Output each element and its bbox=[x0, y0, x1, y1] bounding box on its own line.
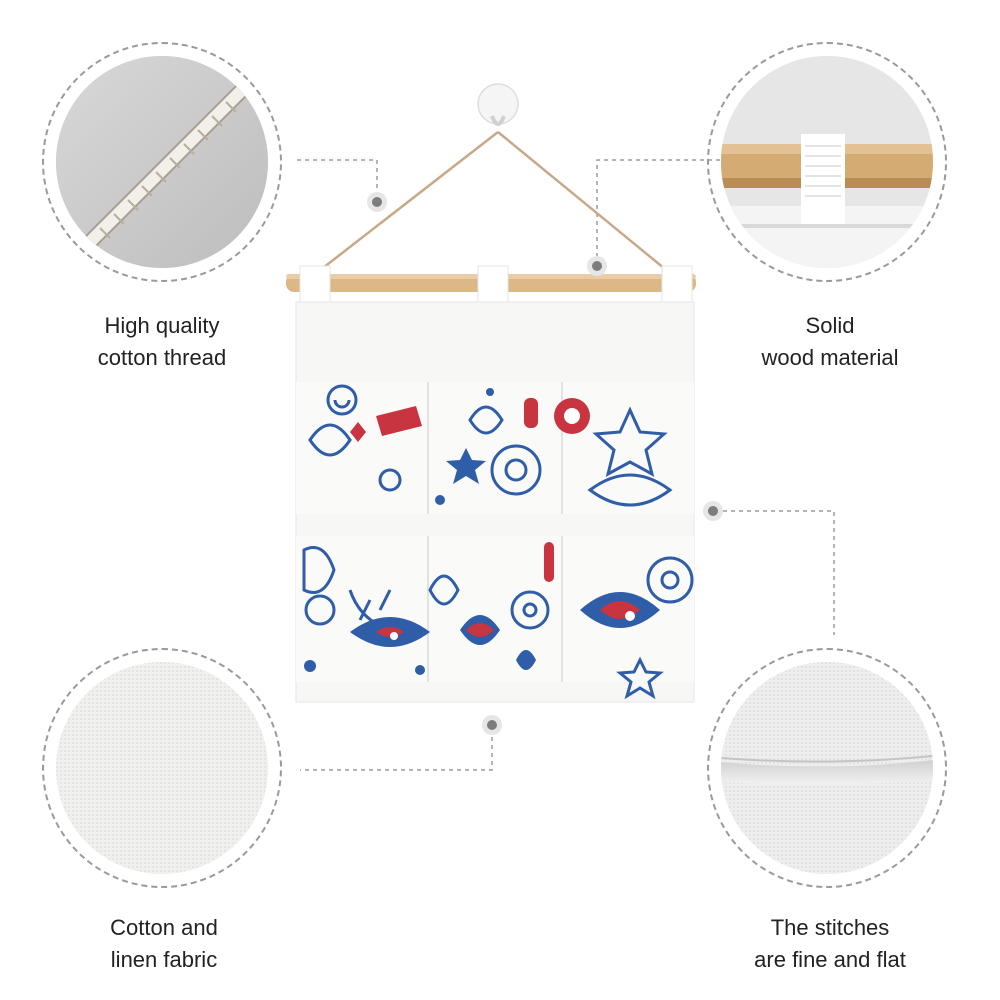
caption-thread: High quality cotton thread bbox=[32, 310, 292, 374]
caption-wood: Solid wood material bbox=[700, 310, 960, 374]
caption-fabric-line2: linen fabric bbox=[110, 947, 218, 972]
pocket-row-bottom bbox=[296, 536, 694, 700]
caption-fabric: Cotton and linen fabric bbox=[34, 912, 294, 976]
fabric-texture-image bbox=[56, 662, 268, 874]
pocket-row-top bbox=[296, 382, 694, 514]
callout-dot-thread bbox=[367, 192, 387, 212]
fabric-closeup-circle bbox=[42, 648, 282, 888]
wooden-rod bbox=[286, 265, 696, 305]
hanging-rope bbox=[309, 131, 677, 279]
caption-wood-line1: Solid bbox=[805, 313, 855, 338]
caption-thread-line2: cotton thread bbox=[97, 345, 227, 370]
stitch-seam-image bbox=[721, 662, 933, 874]
thread-closeup-circle bbox=[42, 42, 282, 282]
hanging-organizer-product bbox=[286, 83, 696, 703]
stitch-closeup-circle bbox=[707, 648, 947, 888]
wall-hook bbox=[477, 83, 519, 126]
caption-wood-line2: wood material bbox=[761, 345, 899, 370]
caption-thread-line1: High quality bbox=[104, 313, 220, 338]
cotton-rope-image bbox=[56, 56, 268, 268]
callout-dot-fabric bbox=[482, 715, 502, 735]
callout-dot-wood bbox=[587, 256, 607, 276]
callout-dot-stitches bbox=[703, 501, 723, 521]
wood-rod-image bbox=[721, 56, 933, 268]
wood-closeup-circle bbox=[707, 42, 947, 282]
caption-stitches: The stitches are fine and flat bbox=[700, 912, 960, 976]
caption-stitches-line1: The stitches bbox=[770, 915, 890, 940]
caption-stitches-line2: are fine and flat bbox=[754, 947, 906, 972]
caption-fabric-line1: Cotton and bbox=[110, 915, 218, 940]
